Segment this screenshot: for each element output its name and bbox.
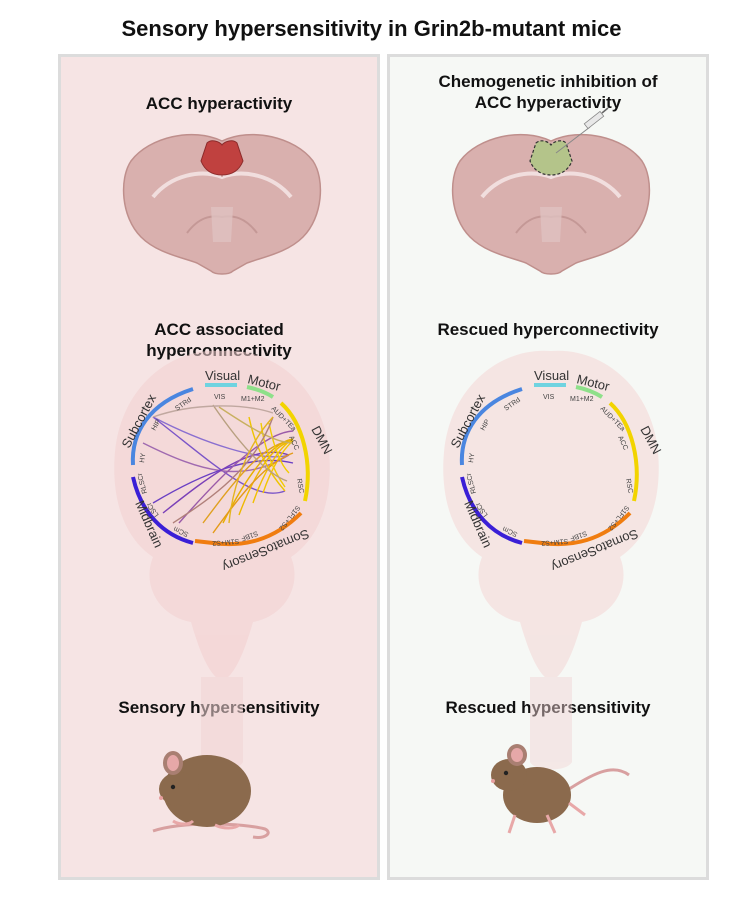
group-label-visual: Visual	[534, 368, 569, 383]
heading-line-2: ACC hyperactivity	[474, 93, 622, 112]
mouse-hunched	[152, 751, 270, 839]
group-arc-subcortex	[459, 387, 523, 466]
heading-line-1: ACC associated	[154, 320, 284, 339]
group-label-visual: Visual	[205, 368, 240, 383]
syringe-icon	[555, 107, 609, 154]
acc-hyperactivity-heading: ACC hyperactivity	[145, 94, 293, 113]
brain-outline	[114, 350, 330, 770]
group-arc-somatosensory	[523, 511, 632, 547]
coronal-brain-section	[122, 133, 322, 275]
node-m1m2: M1+M2	[570, 396, 594, 403]
group-arc-dmn	[608, 401, 639, 502]
node-rsc: RSC	[295, 478, 304, 494]
group-arc-dmn	[279, 401, 310, 502]
node-s1m-s2: S1M+S2	[541, 537, 569, 546]
node-s1m-s2: S1M+S2	[212, 537, 240, 546]
figure-title: Sensory hypersensitivity in Grin2b-mutan…	[121, 16, 622, 41]
node-vis: VIS	[543, 394, 555, 401]
mouse-alert	[491, 744, 630, 834]
left-figure: Visual Motor DMN SomatoSensory Midbrain …	[114, 133, 335, 839]
node-m1m2: M1+M2	[241, 396, 265, 403]
brain-outline	[443, 350, 659, 770]
acc-region-highlight	[200, 140, 244, 176]
left-panel: ACC hyperactivity ACC associated hyperco…	[58, 54, 380, 880]
node-hy: HY	[468, 452, 476, 463]
node-hy: HY	[139, 452, 147, 463]
right-figure: Visual Motor DMN SomatoSensory Midbrain …	[443, 107, 664, 834]
group-arc-midbrain	[131, 476, 194, 545]
heading-line-1: Chemogenetic inhibition of	[438, 72, 658, 91]
connections	[142, 404, 294, 534]
node-vis: VIS	[214, 394, 226, 401]
rescued-hypersensitivity-heading: Rescued hypersensitivity	[445, 698, 651, 717]
group-arc-somatosensory	[194, 511, 303, 547]
coronal-brain-section	[451, 107, 651, 275]
group-arc-subcortex	[130, 387, 194, 466]
group-arc-midbrain	[460, 476, 523, 545]
node-rsc: RSC	[624, 478, 633, 494]
right-panel: Chemogenetic inhibition of ACC hyperacti…	[387, 54, 709, 880]
group-arc-motor	[575, 385, 604, 399]
group-arc-motor	[246, 385, 275, 399]
rescued-hyperconnectivity-heading: Rescued hyperconnectivity	[437, 320, 659, 339]
chemogenetic-inhibition-heading: Chemogenetic inhibition of ACC hyperacti…	[390, 71, 706, 113]
